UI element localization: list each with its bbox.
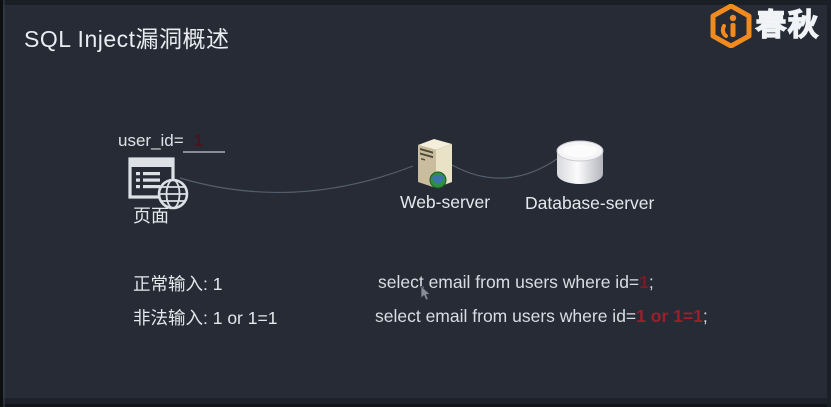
sql-query-normal-suffix: ; [648, 272, 654, 292]
brand-logo: 春秋 [710, 4, 820, 48]
sql-query-injected-suffix: ; [702, 306, 708, 326]
frame-edge-bottom [0, 398, 831, 407]
sql-query-injected: select email from users where id=1 or 1=… [375, 306, 708, 327]
sql-query-injected-value: 1 or 1=1 [636, 306, 703, 326]
brand-logo-text: 春秋 [755, 8, 820, 43]
frame-edge-top [0, 0, 831, 5]
page-title: SQL Inject漏洞概述 [24, 26, 230, 52]
node-label-web-server: Web-server [400, 192, 491, 212]
mouse-cursor-icon [420, 286, 431, 301]
node-label-database-server: Database-server [525, 193, 655, 213]
user-id-value: 1 [193, 131, 204, 150]
sql-query-normal-prefix: select email from users where id= [378, 272, 640, 292]
sql-query-injected-prefix: select email from users where id= [375, 306, 637, 326]
node-label-page: 页面 [133, 206, 169, 226]
frame-edge-left-line [3, 0, 5, 407]
sql-query-normal-value: 1 [639, 272, 649, 292]
browser-globe-icon [128, 157, 189, 210]
database-cylinder-icon [556, 140, 604, 184]
server-tower-icon [418, 139, 452, 189]
frame-edge-left [0, 0, 3, 407]
normal-input-label: 正常输入: 1 [133, 274, 223, 294]
user-id-annotation: user_id= 1 [118, 131, 203, 151]
user-id-prefix: user_id= [118, 131, 184, 150]
frame-edge-right [827, 0, 831, 407]
user-id-underline [183, 151, 225, 153]
ichunqiu-hexagon-icon [710, 4, 752, 48]
connector-lines [179, 158, 558, 194]
sql-query-normal: select email from users where id=1; [378, 272, 654, 293]
illegal-input-label: 非法输入: 1 or 1=1 [133, 308, 278, 328]
